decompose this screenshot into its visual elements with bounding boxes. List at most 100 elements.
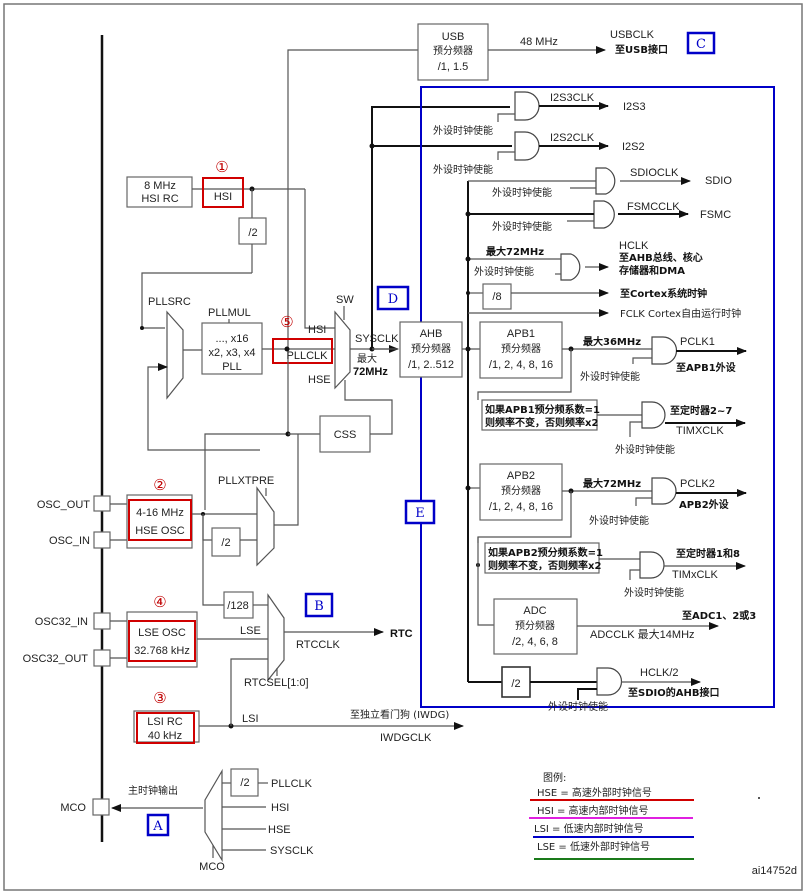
- sdio-gate: 外设时钟使能 SDIOCLK SDIO: [468, 167, 732, 199]
- rtcclk-label: RTCCLK: [296, 639, 340, 651]
- svg-text:外设时钟使能: 外设时钟使能: [580, 370, 640, 383]
- svg-text:预分频器: 预分频器: [501, 484, 541, 497]
- svg-text:I2S2: I2S2: [622, 141, 645, 153]
- sdio-ahb-gate: [596, 667, 623, 696]
- hsi-div2-box: [238, 217, 267, 245]
- svg-text:至APB1外设: 至APB1外设: [676, 361, 736, 374]
- svg-text:最大: 最大: [357, 352, 377, 365]
- svg-text:外设时钟使能: 外设时钟使能: [589, 514, 649, 527]
- svg-text:HSE OSC: HSE OSC: [135, 525, 185, 537]
- svg-text:SYSCLK: SYSCLK: [270, 845, 314, 857]
- marker-1: ①: [215, 158, 228, 176]
- timxclk-1-label: TIMXCLK: [676, 425, 724, 437]
- svg-text:至定时器2~7: 至定时器2~7: [670, 404, 732, 417]
- svg-text:D: D: [388, 292, 398, 307]
- svg-text:OSC_OUT: OSC_OUT: [37, 499, 90, 511]
- apb1-timer-multiplier: [481, 399, 598, 431]
- timx-apb1-gate: [641, 401, 666, 429]
- svg-text:/2: /2: [240, 777, 249, 789]
- outer-frame: [3, 3, 803, 891]
- svg-text:至Cortex系统时钟: 至Cortex系统时钟: [620, 287, 707, 300]
- sw-mux: SW HSI HSE: [308, 294, 354, 390]
- svg-text:预分频器: 预分频器: [515, 619, 555, 632]
- svg-text:I2S2CLK: I2S2CLK: [550, 132, 595, 144]
- svg-text:/128: /128: [227, 600, 248, 612]
- svg-text:外设时钟使能: 外设时钟使能: [624, 586, 684, 599]
- hclk-gate: 最大72MHz 外设时钟使能 HCLK 至AHB总线、核心 存储器和DMA: [465, 240, 703, 281]
- region-e: [420, 86, 775, 708]
- hsi-highlight: [202, 177, 244, 208]
- osc32-out-pin[interactable]: OSC32_OUT: [23, 649, 111, 667]
- svg-text:32.768 kHz: 32.768 kHz: [134, 645, 190, 657]
- svg-text:FSMC: FSMC: [700, 209, 731, 221]
- svg-text:至AHB总线、核心: 至AHB总线、核心: [619, 251, 703, 264]
- osc-out-pin[interactable]: OSC_OUT: [37, 495, 111, 512]
- svg-text:I2S3CLK: I2S3CLK: [550, 92, 595, 104]
- rtcsel-mux: RTCSEL[1:0]: [244, 593, 309, 689]
- svg-text:SDIOCLK: SDIOCLK: [630, 167, 679, 179]
- svg-text:PLL: PLL: [222, 361, 242, 373]
- timxclk-2-label: TIMxCLK: [672, 569, 719, 581]
- svg-text:HSE: HSE: [308, 374, 331, 386]
- marker-4: ④: [153, 593, 166, 611]
- svg-text:PLLCLK: PLLCLK: [271, 778, 313, 790]
- hse-div2-box: [211, 527, 241, 557]
- svg-text:A: A: [152, 819, 163, 834]
- svg-text:LSI: LSI: [242, 713, 259, 725]
- svg-text:HSE: HSE: [268, 824, 291, 836]
- pllclk-label: PLLCLK: [287, 350, 329, 362]
- svg-text:/2: /2: [511, 678, 520, 690]
- legend: 图例: HSE = 高速外部时钟信号 HSI = 高速内部时钟信号 LSI = …: [529, 771, 694, 860]
- svg-text:/1, 1.5: /1, 1.5: [438, 61, 469, 73]
- svg-text:LSI RC: LSI RC: [147, 716, 183, 728]
- svg-text:至定时器1和8: 至定时器1和8: [676, 547, 740, 560]
- marker-5: ⑤: [280, 313, 293, 331]
- pllsrc-mux: PLLSRC: [148, 296, 191, 400]
- svg-text:USB: USB: [442, 31, 465, 43]
- pclk2-label: PCLK2: [680, 478, 715, 490]
- svg-text:预分频器: 预分频器: [433, 44, 473, 57]
- figure-id: ai14752d: [752, 865, 797, 877]
- svg-text:/2: /2: [221, 537, 230, 549]
- cortex-systick: /8 至Cortex系统时钟: [466, 283, 707, 310]
- svg-text:存储器和DMA: 存储器和DMA: [619, 264, 685, 277]
- svg-text:LSE OSC: LSE OSC: [138, 627, 186, 639]
- svg-text:预分频器: 预分频器: [411, 342, 451, 355]
- legend-item: HSE = 高速外部时钟信号: [537, 786, 652, 799]
- marker-3: ③: [153, 689, 166, 707]
- svg-text:RTCSEL[1:0]: RTCSEL[1:0]: [244, 677, 309, 689]
- svg-text:外设时钟使能: 外设时钟使能: [474, 265, 534, 278]
- css-block: CSS: [319, 415, 371, 453]
- svg-text:HSI: HSI: [271, 802, 289, 814]
- svg-text:PLLSRC: PLLSRC: [148, 296, 191, 308]
- svg-text:E: E: [415, 506, 425, 521]
- pllxtpre-mux: PLLXTPRE: [218, 475, 275, 567]
- iwdgclk-label: IWDGCLK: [380, 732, 432, 744]
- fclk-label: FCLK Cortex自由运行时钟: [620, 307, 741, 320]
- adcclk-label: ADCCLK 最大14MHz: [590, 627, 695, 641]
- iwdg-dest: 至独立看门狗 (IWDG): [350, 708, 449, 721]
- svg-text:PLLXTPRE: PLLXTPRE: [218, 475, 274, 487]
- svg-text:SW: SW: [336, 294, 354, 306]
- svg-text:外设时钟使能: 外设时钟使能: [492, 186, 552, 199]
- svg-text:MCO: MCO: [60, 802, 86, 814]
- pclk1-gate: [651, 336, 678, 365]
- osc32-in-pin[interactable]: OSC32_IN: [35, 612, 111, 630]
- mco-pin[interactable]: MCO: [60, 798, 110, 816]
- svg-text:/1, 2, 4, 8, 16: /1, 2, 4, 8, 16: [489, 501, 553, 513]
- mco-output-label: 主时钟输出: [128, 784, 178, 797]
- section-c-label: [686, 31, 716, 55]
- svg-text:4-16 MHz: 4-16 MHz: [136, 507, 184, 519]
- hsi-rc-block: 8 MHz HSI RC: [126, 176, 193, 208]
- apb2-prescaler: APB2 预分频器 /1, 2, 4, 8, 16: [479, 463, 563, 521]
- osc-in-pin[interactable]: OSC_IN: [49, 531, 111, 549]
- pclk1-label: PCLK1: [680, 336, 715, 348]
- svg-text:HCLK/2: HCLK/2: [640, 667, 679, 679]
- svg-text:48 MHz: 48 MHz: [520, 36, 558, 48]
- svg-text:40 kHz: 40 kHz: [148, 730, 182, 742]
- timx-apb2-gate: [639, 551, 665, 579]
- svg-text:MCO: MCO: [199, 861, 225, 873]
- svg-text:C: C: [696, 37, 706, 52]
- svg-text:最大72MHz: 最大72MHz: [486, 245, 544, 258]
